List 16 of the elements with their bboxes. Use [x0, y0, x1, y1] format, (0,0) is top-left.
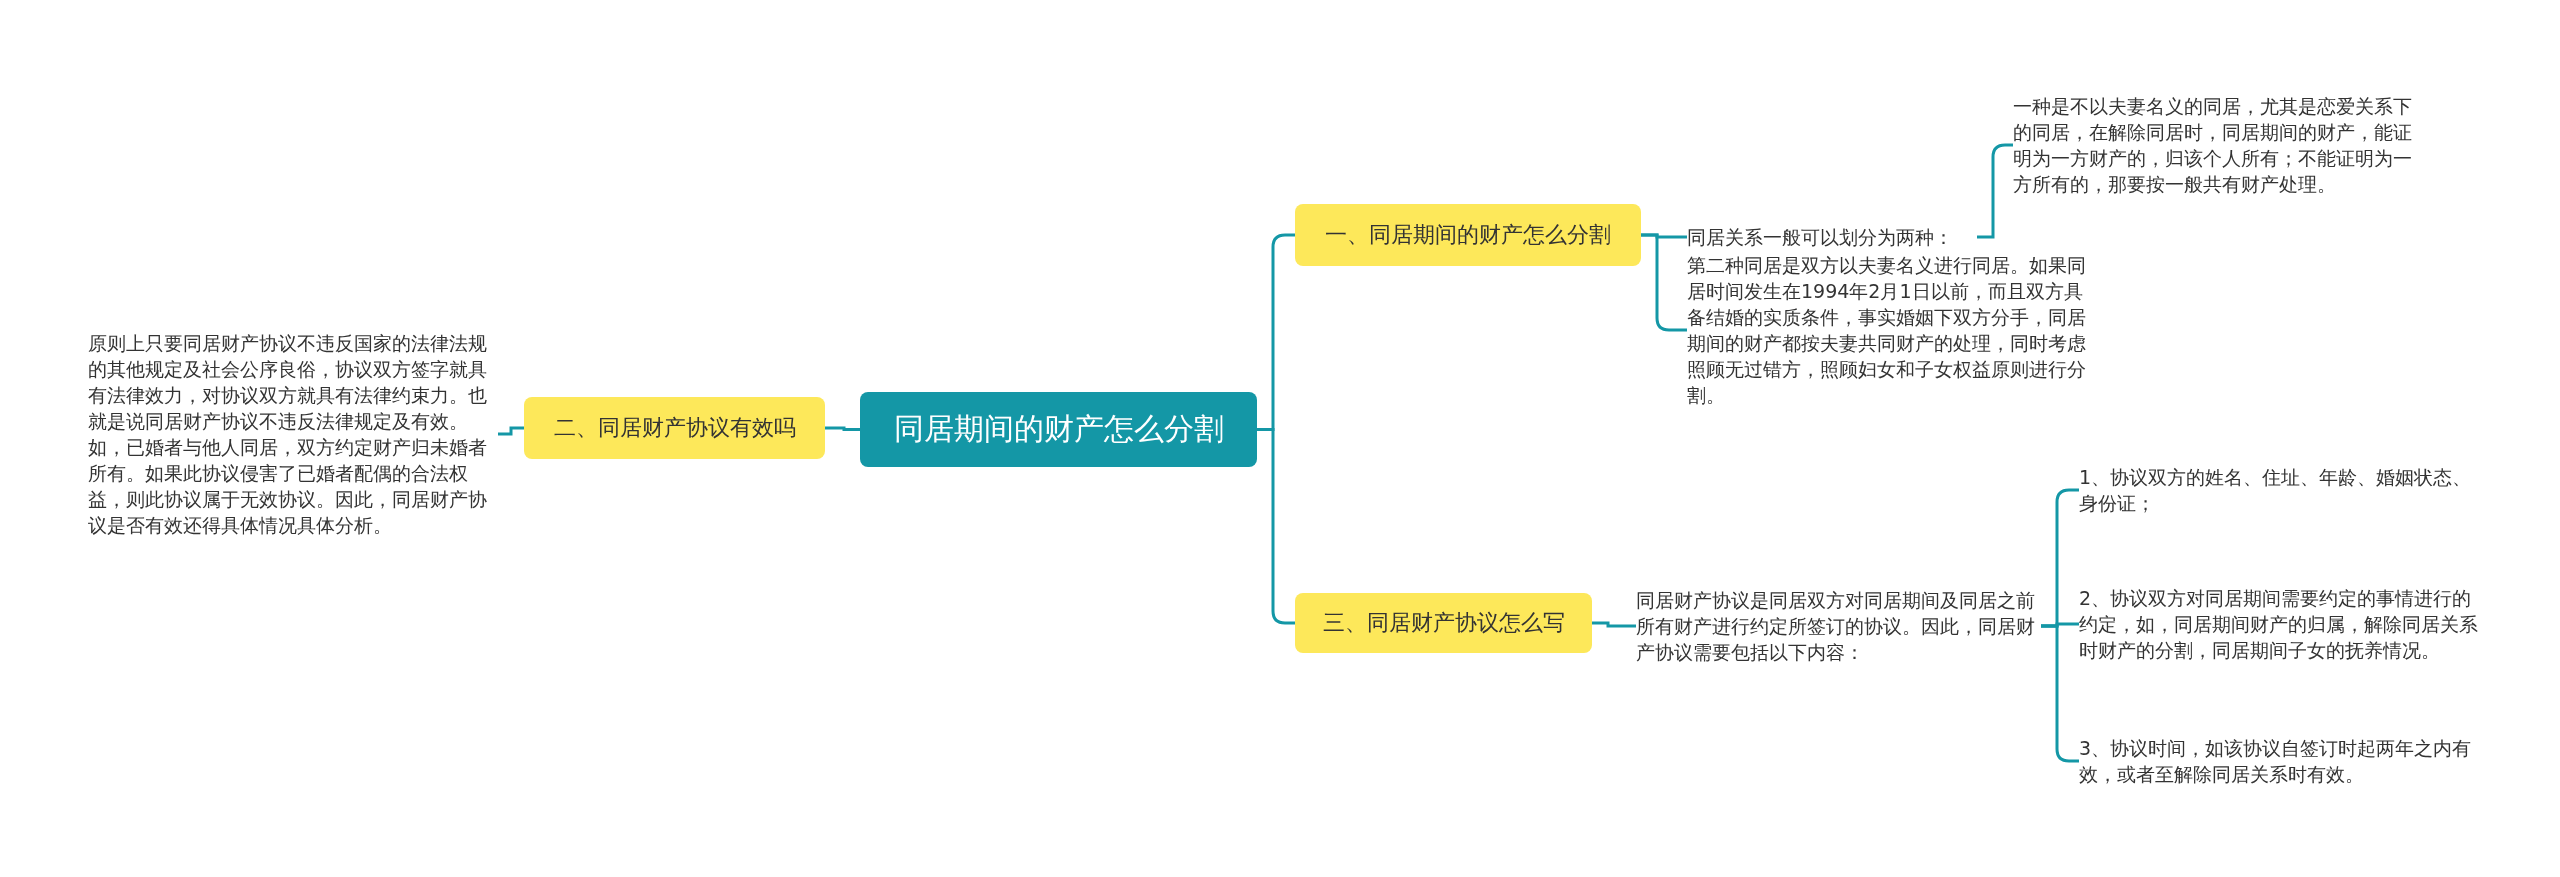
connector-line: [1257, 428, 1295, 625]
note-text: 1、协议双方的姓名、住址、年龄、婚姻状态、身份证；: [2079, 462, 2484, 518]
topic-box: 三、同居财产协议怎么写: [1295, 593, 1592, 653]
topic-box: 一、同居期间的财产怎么分割: [1295, 204, 1641, 266]
note-text: 同居财产协议是同居双方对同居期间及同居之前所有财产进行约定所签订的协议。因此，同居财产协议需要包括以下内容：: [1636, 584, 2041, 668]
note-text: 同居关系一般可以划分为两种：: [1687, 222, 1977, 252]
connector-line: [1592, 621, 1636, 628]
connector-line: [825, 426, 860, 431]
note-text: 一种是不以夫妻名义的同居，尤其是恋爱关系下的同居，在解除同居时，同居期间的财产，能证明为一方财产的，归该个人所有；不能证明为一方所有的，那要按一般共有财产处理。: [2013, 90, 2418, 200]
central-topic-box: 同居期间的财产怎么分割: [860, 392, 1257, 467]
note-text: 2、协议双方对同居期间需要约定的事情进行的约定，如，同居期间财产的归属，解除同居关系时财产的分割，同居期间子女的抚养情况。: [2079, 568, 2484, 680]
note-text: 3、协议时间，如该协议自签订时起两年之内有效，或者至解除同居关系时有效。: [2079, 733, 2484, 789]
topic-box: 二、同居财产协议有效吗: [524, 397, 825, 459]
note-text: 原则上只要同居财产协议不违反国家的法律法规的其他规定及社会公序良俗，协议双方签字就具有法律效力，对协议双方就具有法律约束力。也就是说同居财产协议不违反法律规定及有效。如，已婚者与他人同居，双方约定财产归未婚者所有。如果此协议侵害了已婚者配偶的合法权益，则此协议属于无效协议。因此，同居财产协议是否有效还得具体情况具体分析。: [88, 314, 498, 554]
connector-line: [498, 426, 524, 436]
note-text: 第二种同居是双方以夫妻名义进行同居。如果同居时间发生在1994年2月1日以前，而且双方具备结婚的实质条件，事实婚姻下双方分手，同居期间的财产都按夫妻共同财产的处理，同时考虑照顾无过错方，照顾妇女和子女权益原则进行分割。: [1687, 250, 2092, 410]
